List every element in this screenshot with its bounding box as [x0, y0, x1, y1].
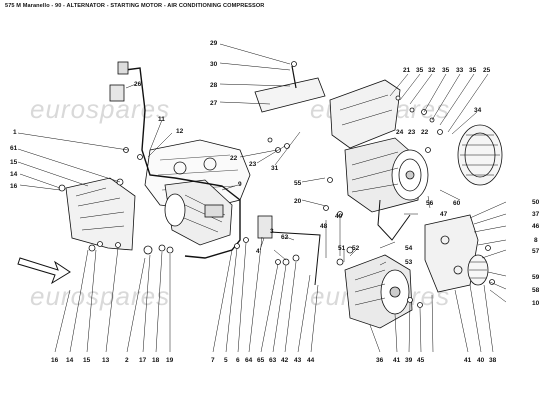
callout-label: 30 — [210, 61, 218, 68]
cable-clip — [109, 84, 125, 102]
callout-label: 8 — [534, 237, 538, 244]
leader-lines — [17, 43, 507, 353]
callout-label: 45 — [417, 357, 425, 364]
callout-label: 22 — [230, 155, 238, 162]
callout-label: 56 — [426, 200, 434, 207]
heat-shield — [65, 177, 136, 251]
callout-label: 43 — [294, 357, 302, 364]
callout-label: 12 — [176, 128, 184, 135]
cable-harness — [124, 67, 241, 259]
callout-label: 61 — [10, 145, 18, 152]
callout-label: 42 — [281, 357, 289, 364]
tension-rod — [269, 231, 321, 286]
compressor-pulley — [457, 124, 503, 186]
callout-label: 25 — [483, 67, 491, 74]
starter-motor — [164, 179, 233, 246]
callout-label: 32 — [428, 67, 436, 74]
callout-label: 31 — [271, 165, 279, 172]
callout-label: 23 — [249, 161, 257, 168]
callout-label: 57 — [532, 248, 540, 255]
callout-label: 20 — [294, 198, 302, 205]
mounting-bracket — [254, 61, 326, 113]
callout-labels: 29 30 28 27 26 11 12 1 61 15 14 16 9 22 … — [10, 40, 540, 364]
watermark: eurospares — [30, 94, 170, 124]
front-direction-arrow — [17, 257, 71, 285]
callout-label: 53 — [405, 259, 413, 266]
callout-label: 16 — [10, 183, 18, 190]
callout-label: 9 — [238, 181, 242, 188]
callout-label: 55 — [294, 180, 302, 187]
callout-label: 41 — [393, 357, 401, 364]
callout-label: 15 — [10, 159, 18, 166]
callout-label: 23 — [408, 129, 416, 136]
callout-label: 10 — [532, 300, 540, 307]
callout-label: 48 — [320, 223, 328, 230]
callout-label: 7 — [211, 357, 215, 364]
alternator-bracket — [424, 214, 479, 293]
callout-label: 28 — [210, 82, 218, 89]
callout-label: 40 — [477, 357, 485, 364]
callout-label: 51 — [338, 245, 346, 252]
callout-label: 65 — [257, 357, 265, 364]
cable-connector — [117, 61, 129, 75]
callout-label: 4 — [256, 248, 260, 255]
callout-label: 21 — [403, 67, 411, 74]
callout-label: 44 — [307, 357, 315, 364]
callout-label: 38 — [489, 357, 497, 364]
callout-label: 26 — [134, 81, 142, 88]
callout-label: 49 — [335, 213, 343, 220]
callout-label: 41 — [464, 357, 472, 364]
callout-label: 15 — [83, 357, 91, 364]
fasteners — [58, 95, 495, 308]
alternator — [344, 254, 413, 329]
callout-label: 34 — [474, 107, 482, 114]
ac-hose — [377, 199, 411, 241]
callout-label: 52 — [352, 245, 360, 252]
page-title: 575 M Maranello - 90 - ALTERNATOR - STAR… — [5, 3, 265, 9]
callout-label: 13 — [102, 357, 110, 364]
callout-label: 14 — [66, 357, 74, 364]
callout-label: 62 — [281, 234, 289, 241]
callout-label: 1 — [13, 129, 17, 136]
watermark: eurospares — [30, 281, 170, 311]
callout-label: 50 — [532, 199, 540, 206]
callout-label: 35 — [469, 67, 477, 74]
callout-label: 63 — [269, 357, 277, 364]
callout-label: 2 — [125, 357, 129, 364]
callout-label: 35 — [442, 67, 450, 74]
callout-label: 33 — [456, 67, 464, 74]
callout-label: 11 — [158, 116, 165, 123]
callout-label: 3 — [270, 228, 274, 235]
clamp — [257, 215, 273, 239]
compressor-bracket — [329, 79, 401, 149]
callout-label: 24 — [396, 129, 404, 136]
callout-label: 54 — [405, 245, 413, 252]
callout-label: 59 — [532, 274, 540, 281]
ac-compressor — [344, 137, 429, 213]
callout-label: 5 — [224, 357, 228, 364]
callout-label: 27 — [210, 100, 218, 107]
callout-label: 6 — [236, 357, 240, 364]
callout-label: 36 — [376, 357, 384, 364]
callout-label: 17 — [139, 357, 147, 364]
callout-label: 39 — [405, 357, 413, 364]
callout-label: 60 — [453, 200, 461, 207]
callout-label: 29 — [210, 40, 218, 47]
callout-label: 46 — [532, 223, 540, 230]
callout-label: 58 — [532, 287, 540, 294]
callout-label: 35 — [416, 67, 424, 74]
callout-label: 47 — [440, 211, 448, 218]
callout-label: 19 — [166, 357, 174, 364]
callout-label: 64 — [245, 357, 253, 364]
callout-label: 16 — [51, 357, 59, 364]
callout-label: 18 — [152, 357, 160, 364]
alternator-pulley — [467, 254, 489, 286]
callout-label: 14 — [10, 171, 18, 178]
callout-label: 22 — [421, 129, 429, 136]
callout-label: 37 — [532, 211, 540, 218]
